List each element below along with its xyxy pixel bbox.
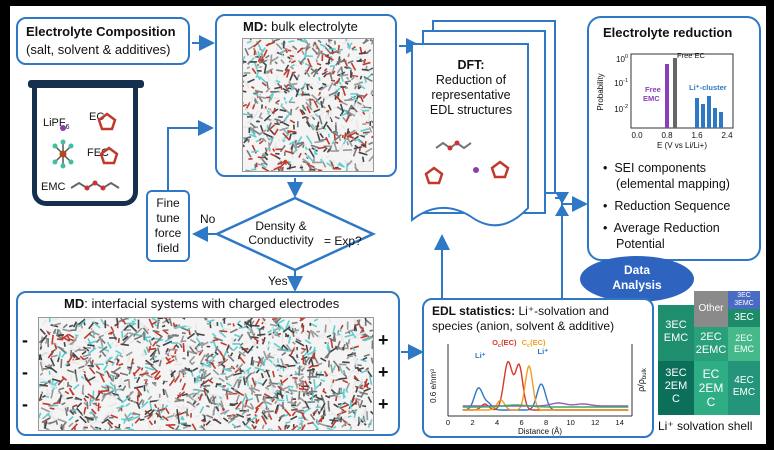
svg-text:100: 100 xyxy=(616,54,628,64)
md-interfacial-snapshot xyxy=(38,317,374,431)
svg-text:0.6 e/nm³: 0.6 e/nm³ xyxy=(429,369,438,403)
svg-text:Cc(EC): Cc(EC) xyxy=(522,338,546,349)
svg-text:0.8: 0.8 xyxy=(661,131,673,140)
reduction-title: Electrolyte reduction xyxy=(603,25,733,40)
decision-diamond xyxy=(214,196,376,272)
svg-text:E (V vs Li/Li+): E (V vs Li/Li+) xyxy=(657,141,707,150)
svg-text:Li⁺: Li⁺ xyxy=(538,347,549,356)
svg-text:10: 10 xyxy=(566,418,574,427)
treemap-cell-3ec-small: 3EC xyxy=(728,309,760,327)
md-interfacial-title: MD: interfacial systems with charged ele… xyxy=(64,296,340,311)
decision-text: Density &Conductivity xyxy=(248,219,314,247)
dft-molecules xyxy=(424,140,510,185)
yes-label: Yes xyxy=(268,274,288,288)
treemap-caption: Li⁺ solvation shell xyxy=(658,419,753,433)
treemap-cell-other: Other xyxy=(694,291,728,327)
svg-text:1.6: 1.6 xyxy=(691,131,703,140)
beaker-label-fec: FEC xyxy=(87,147,109,159)
decision-tail: = Exp? xyxy=(324,234,362,248)
md-interfacial-box: MD: interfacial systems with charged ele… xyxy=(16,291,400,436)
composition-subtitle: (salt, solvent & additives) xyxy=(26,42,171,57)
svg-text:EMC: EMC xyxy=(643,94,660,103)
md-bulk-title: MD: bulk electrolyte xyxy=(243,19,358,34)
svg-text:10-2: 10-2 xyxy=(614,104,628,114)
workflow-diagram: Electrolyte Composition (salt, solvent &… xyxy=(10,6,766,444)
composition-title: Electrolyte Composition xyxy=(26,24,176,39)
edl-box: EDL statistics: Li⁺-solvation and specie… xyxy=(422,298,654,438)
svg-text:14: 14 xyxy=(616,418,624,427)
composition-box: Electrolyte Composition (salt, solvent &… xyxy=(16,17,190,65)
svg-text:Distance (Å): Distance (Å) xyxy=(518,427,562,436)
beaker-molecules xyxy=(52,112,120,191)
electrode-minus-2: - xyxy=(22,362,28,382)
svg-text:Oc(EC): Oc(EC) xyxy=(492,338,517,349)
svg-text:2: 2 xyxy=(470,418,474,427)
svg-text:4: 4 xyxy=(495,418,499,427)
md-bulk-box: MD: bulk electrolyte xyxy=(215,14,397,177)
svg-text:10-1: 10-1 xyxy=(614,78,628,88)
svg-text:ρ/ρbulk: ρ/ρbulk xyxy=(636,367,648,392)
svg-text:2.4: 2.4 xyxy=(721,131,733,140)
connector-layer xyxy=(167,35,588,360)
edl-title-line2: species (anion, solvent & additive) xyxy=(432,319,615,333)
svg-text:8: 8 xyxy=(544,418,548,427)
electrode-plus-1: + xyxy=(378,330,389,350)
no-label: No xyxy=(200,212,216,226)
md-bulk-snapshot xyxy=(242,38,374,172)
electrode-minus-3: - xyxy=(22,394,28,414)
beaker-label-emc: EMC xyxy=(41,181,66,193)
svg-text:Free EC: Free EC xyxy=(677,51,706,60)
svg-text:6: 6 xyxy=(520,418,524,427)
beaker: LiPF6 EC FEC EMC xyxy=(28,80,144,206)
reduction-chart: Probability 100 10-1 10-2 0.0 0.8 1.6 2.4 E (V v… xyxy=(596,51,734,150)
reduction-bullets: • SEI components (elemental mapping) • R… xyxy=(603,161,731,251)
edl-title: EDL statistics: Li⁺-solvation and xyxy=(432,304,609,318)
data-analysis-ellipse xyxy=(580,256,694,302)
svg-text:Li⁺: Li⁺ xyxy=(475,351,486,360)
svg-text:Free: Free xyxy=(645,85,661,94)
beaker-label-lipf: LiPF6 xyxy=(43,117,70,132)
electrode-minus-1: - xyxy=(22,330,28,350)
reduction-ylabel: Probability xyxy=(596,73,605,110)
svg-text:Li⁺-cluster: Li⁺-cluster xyxy=(689,83,727,92)
svg-text:12: 12 xyxy=(591,418,599,427)
electrode-plus-2: + xyxy=(378,362,389,382)
reduction-box: Electrolyte reduction Probability 100 10-1… xyxy=(587,16,761,261)
svg-text:0.0: 0.0 xyxy=(631,131,643,140)
svg-text:0: 0 xyxy=(446,418,450,427)
electrode-plus-3: + xyxy=(378,394,389,414)
